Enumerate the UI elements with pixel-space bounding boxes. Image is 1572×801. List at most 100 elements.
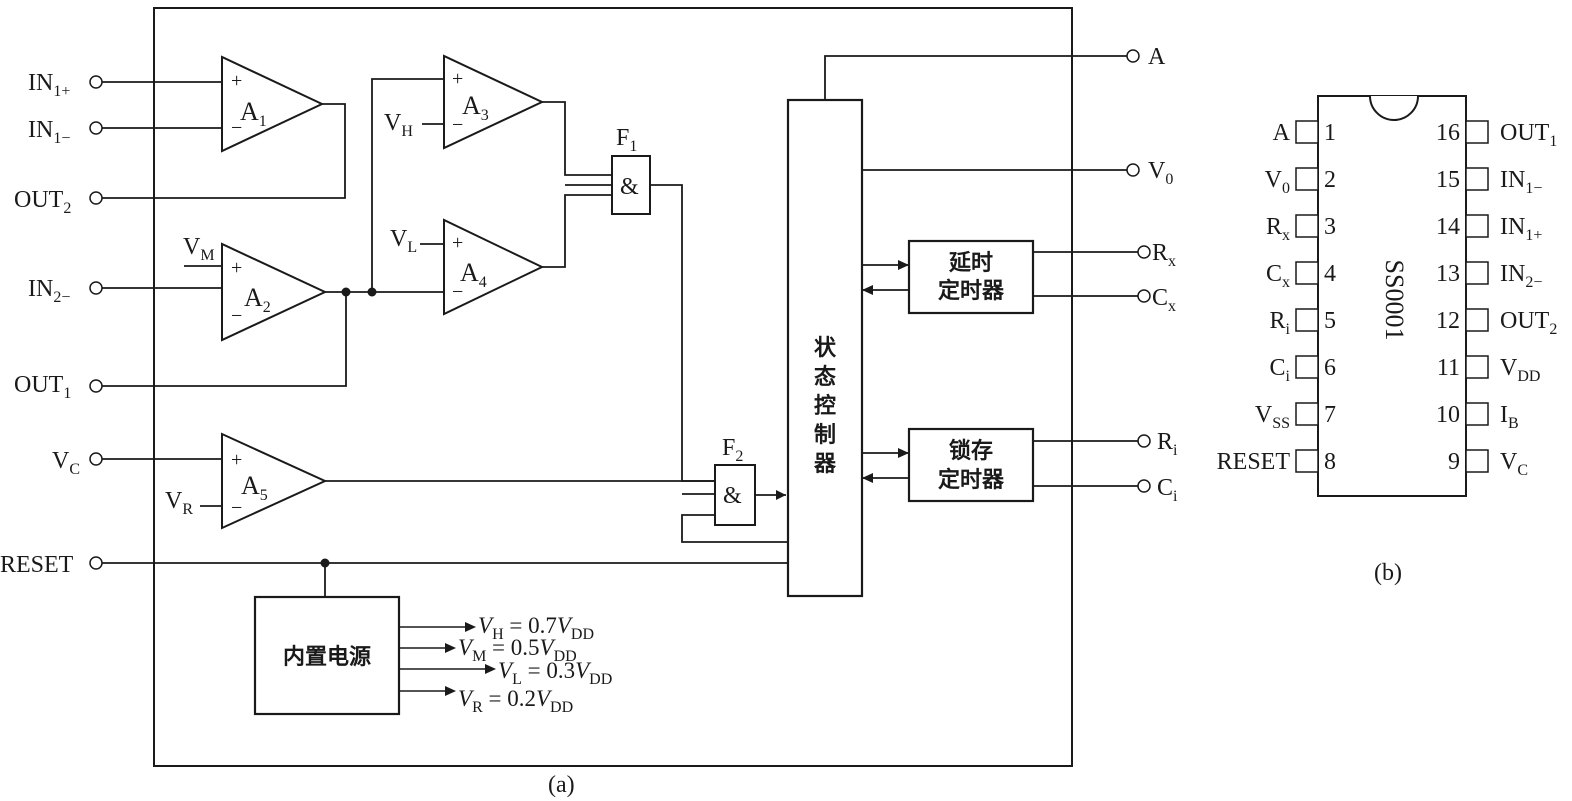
pin-label: VC	[1500, 449, 1528, 479]
terminal-rx	[1137, 245, 1151, 259]
arrow-psu-vh	[465, 622, 476, 632]
pin-label: Ri	[1270, 308, 1291, 338]
wire-a2-fb	[102, 292, 347, 387]
wire-f2-feedback	[681, 514, 788, 543]
pin-pad	[1465, 167, 1489, 191]
ic-package: SS0001	[1317, 95, 1467, 497]
pin-row-14: 14 IN1+	[1436, 214, 1542, 244]
pin-number: 14	[1436, 214, 1460, 240]
caption-b: (b)	[1374, 560, 1402, 586]
pin-pad	[1465, 214, 1489, 238]
pin-row-5: 5Ri	[1270, 308, 1336, 338]
latch-timer: 锁存 定时器	[907, 427, 1035, 503]
pin-number: 4	[1324, 261, 1336, 287]
label-out1: OUT1	[14, 372, 71, 402]
comparator-a4: + − A4	[443, 218, 545, 316]
svg-text:&: &	[620, 174, 639, 200]
voltage-vm: VM = 0.5VDD	[458, 635, 577, 665]
svg-text:态: 态	[814, 364, 836, 390]
arrow-f2-out	[776, 490, 786, 500]
pin-number: 10	[1436, 402, 1460, 428]
label-out2: OUT2	[14, 187, 71, 217]
pin-pad	[1465, 120, 1489, 144]
pin-pad	[1465, 261, 1489, 285]
terminal-in1-minus	[89, 121, 103, 135]
label-vl: VL	[390, 226, 417, 256]
pin-pad	[1295, 167, 1319, 191]
svg-text:控: 控	[814, 393, 836, 419]
arrow-psu-vr	[445, 686, 456, 696]
pin-label: OUT2	[1500, 308, 1557, 338]
pin-label: A	[1273, 120, 1291, 146]
pin-label: IN1+	[1500, 214, 1542, 244]
comparator-a3: + − A3	[443, 54, 545, 150]
junction-dot-1	[341, 287, 351, 297]
arrow-delay-to-ctrl	[862, 285, 873, 295]
svg-text:+: +	[231, 70, 242, 92]
pin-pad	[1465, 308, 1489, 332]
svg-text:状: 状	[814, 336, 837, 361]
terminal-reset	[89, 556, 103, 570]
pin-pad	[1295, 402, 1319, 426]
wire-a1-out	[102, 103, 346, 199]
terminal-vc	[89, 452, 103, 466]
comparator-a1: + − A1	[221, 55, 325, 153]
svg-text:+: +	[452, 68, 463, 90]
pin-row-6: 6 Ci	[1270, 355, 1336, 385]
pin-label: OUT1	[1500, 120, 1557, 150]
label-in1-plus: IN1+	[28, 70, 70, 100]
svg-text:定时器: 定时器	[938, 467, 1005, 493]
terminal-v0	[1126, 163, 1140, 177]
wire-a4-to-f1	[542, 194, 612, 268]
pin-pad	[1465, 449, 1489, 473]
svg-text:+: +	[231, 257, 242, 279]
label-ci: Ci	[1157, 475, 1178, 505]
pin-number: 8	[1324, 449, 1336, 475]
label-output-a: A	[1148, 44, 1166, 70]
svg-text:−: −	[452, 114, 463, 136]
svg-text:A1: A1	[240, 97, 267, 130]
pin-label: RESET	[1217, 449, 1291, 475]
pin-row-3: 3Rx	[1266, 214, 1336, 244]
pin-pad	[1295, 308, 1319, 332]
pin-pad	[1295, 449, 1319, 473]
pin-number: 15	[1436, 167, 1460, 193]
svg-text:+: +	[452, 232, 463, 254]
pin-number: 6	[1324, 355, 1336, 381]
pin-pad	[1465, 402, 1489, 426]
svg-text:延时: 延时	[948, 251, 993, 276]
terminal-cx	[1137, 289, 1151, 303]
label-in2-minus: IN2−	[28, 276, 70, 306]
label-rx: Rx	[1152, 240, 1176, 270]
svg-text:锁存: 锁存	[949, 438, 993, 464]
label-vh: VH	[384, 110, 413, 140]
pin-number: 1	[1324, 120, 1336, 146]
svg-text:F1: F1	[616, 125, 637, 155]
label-vm: VM	[183, 234, 215, 264]
pin-pad	[1465, 355, 1489, 379]
voltage-vl: VL = 0.3VDD	[498, 658, 612, 688]
gate-f1: & F1	[611, 125, 651, 215]
pin-pad	[1295, 120, 1319, 144]
terminal-out1	[89, 379, 103, 393]
pin-label: Ci	[1270, 355, 1291, 385]
panel-a: IN1+ IN1− OUT2 IN2− OUT1 VC RESET + −	[0, 7, 1178, 798]
terminal-a	[1126, 49, 1140, 63]
power-supply: 内置电源	[253, 595, 401, 716]
pin-row-4: 4Cx	[1266, 261, 1336, 291]
label-vc: VC	[52, 448, 80, 478]
svg-text:−: −	[231, 497, 242, 519]
delay-timer: 延时 定时器	[907, 239, 1035, 315]
pin-label: Rx	[1266, 214, 1290, 244]
svg-text:定时器: 定时器	[938, 278, 1005, 304]
pin-number: 2	[1324, 167, 1336, 193]
wire-a3-plus	[371, 78, 444, 292]
